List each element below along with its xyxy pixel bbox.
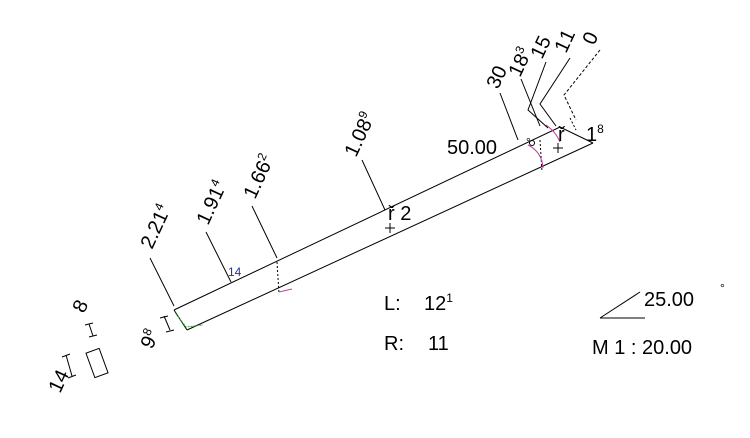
svg-text:1.914: 1.914 [191,176,232,228]
angle-50-degree: ° [526,135,531,149]
svg-text:2.214: 2.214 [135,200,176,252]
dimension-1: 11 [551,26,581,56]
section-lines [276,117,577,295]
point-label-r2: ř 2 [388,203,411,225]
end-label-1: 18 [586,122,604,146]
accent-marks [175,124,561,328]
scale-label: M 1 : 20.00 [592,337,692,359]
slope-symbol [599,291,645,319]
svg-text:1.089: 1.089 [339,108,380,160]
section-line-166 [276,261,280,295]
blue-dimension-14: 14 [228,265,242,279]
rect-profile-14 [85,347,109,379]
profile-symbols [61,315,175,379]
leader-166 [251,205,278,259]
svg-text:14: 14 [45,367,74,396]
i-profile-14 [61,353,77,379]
magenta-arc-right-2 [545,124,561,143]
svg-text:8: 8 [69,297,94,316]
leader-191 [205,231,232,283]
magenta-mark-left [278,288,293,293]
i-profile-8 [84,322,98,338]
slope-angle: 25.00 [644,289,694,311]
beam-right-end [559,126,594,144]
right-value: 11 [428,333,449,355]
leader-30 [499,92,519,141]
leader-lines [149,49,601,307]
leader-108 [361,159,386,211]
leader-221 [149,257,175,307]
leader-1 [539,57,571,127]
label-left-8: 8 [69,297,94,316]
right-label: R: [384,333,404,355]
angle-50: 50.00 [447,137,497,159]
leader-15 [527,61,549,129]
svg-text:1.662: 1.662 [238,150,279,202]
label-left-14: 14 [45,367,74,396]
cross-markers [385,143,563,233]
angle-dot [529,140,535,146]
magenta-arc-right [527,144,544,169]
length-label: L: [384,293,401,315]
dimension-108: 1.089 [339,108,380,160]
beam-bottom-edge [186,142,594,331]
svg-text:98: 98 [135,326,164,353]
svg-text:0: 0 [579,29,604,48]
label-left-9: 98 [135,326,164,353]
svg-text:11: 11 [551,26,581,56]
slope-degree: ° [720,281,725,295]
section-line-right-2 [569,117,577,131]
point-label-r: ř [558,124,566,146]
dimension-166: 1.662 [238,150,279,202]
dimension-0: 0 [579,29,604,48]
leader-0 [563,49,601,121]
green-end-mark [175,313,204,328]
length-value: 121 [424,291,453,315]
dimension-191: 1.914 [191,176,232,228]
beam-top-edge [173,126,561,311]
dimension-221: 2.214 [135,200,176,252]
section-line-right [539,139,543,173]
i-profile-9 [159,315,175,333]
